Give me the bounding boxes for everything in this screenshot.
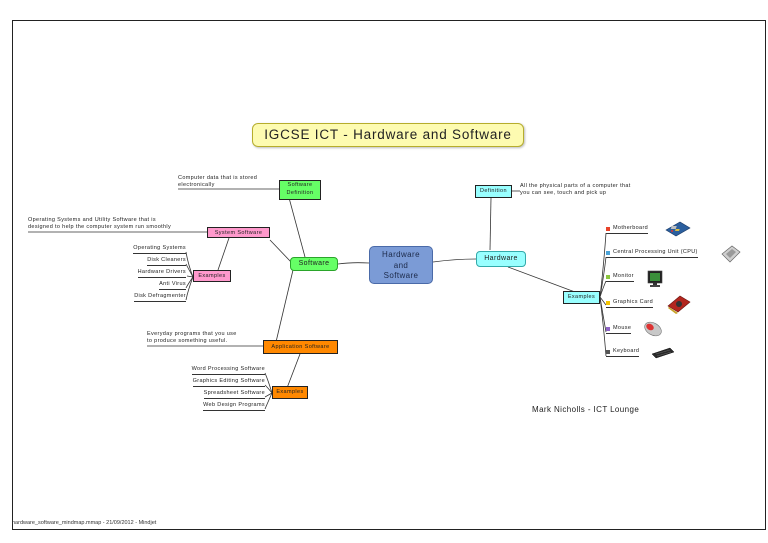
file-footer: hardware_software_mindmap.mmap - 21/09/2… bbox=[12, 520, 157, 526]
system-software-note: Operating Systems and Utility Software t… bbox=[28, 217, 171, 231]
hardware-example-label: Motherboard bbox=[613, 225, 649, 231]
hardware-example-mouse[interactable]: Mouse bbox=[606, 325, 632, 334]
hardware-definition-note: All the physical parts of a computer tha… bbox=[520, 183, 631, 197]
mouse-icon bbox=[644, 321, 662, 337]
hardware-definition-note-line2: you can see, touch and pick up bbox=[520, 190, 607, 196]
software-definition-note: Computer data that is stored electronica… bbox=[178, 175, 257, 189]
hardware-example-graphics-card[interactable]: Graphics Card bbox=[606, 299, 654, 308]
hardware-definition-topic[interactable]: Definition bbox=[475, 185, 512, 198]
hardware-example-label: Keyboard bbox=[613, 348, 640, 354]
system-example-item[interactable]: Hardware Drivers bbox=[137, 269, 186, 278]
graphics-card-icon bbox=[667, 295, 691, 314]
system-example-item[interactable]: Disk Cleaners bbox=[147, 257, 186, 266]
monitor-icon bbox=[647, 270, 663, 287]
system-example-item[interactable]: Anti Virus bbox=[159, 281, 186, 290]
application-software-note-line1: Everyday programs that you use bbox=[147, 331, 237, 337]
system-examples-topic[interactable]: Examples bbox=[193, 270, 231, 282]
color-marker bbox=[606, 274, 610, 279]
system-software-note-line1: Operating Systems and Utility Software t… bbox=[28, 217, 156, 223]
system-example-item[interactable]: Operating Systems bbox=[133, 245, 186, 254]
central-topic-line2: and bbox=[393, 260, 409, 270]
hardware-topic[interactable]: Hardware bbox=[476, 251, 526, 267]
color-marker bbox=[606, 300, 610, 305]
application-software-topic[interactable]: Application Software bbox=[263, 340, 338, 354]
hardware-examples-topic[interactable]: Examples bbox=[563, 291, 600, 304]
application-example-item[interactable]: Spreadsheet Software bbox=[203, 390, 265, 399]
page-frame bbox=[12, 20, 766, 530]
application-example-item[interactable]: Graphics Editing Software bbox=[192, 378, 265, 387]
system-example-item[interactable]: Disk Defragmenter bbox=[134, 293, 186, 302]
system-software-topic[interactable]: System Software bbox=[207, 227, 270, 238]
color-marker bbox=[606, 250, 610, 255]
color-marker bbox=[606, 349, 610, 354]
hardware-example-keyboard[interactable]: Keyboard bbox=[606, 348, 640, 357]
software-definition-note-line2: electronically bbox=[178, 182, 215, 188]
hardware-example-label: Graphics Card bbox=[613, 299, 654, 305]
hardware-example-cpu[interactable]: Central Processing Unit (CPU) bbox=[606, 249, 698, 258]
application-software-note-line2: to produce something useful. bbox=[147, 338, 228, 344]
hardware-definition-note-line1: All the physical parts of a computer tha… bbox=[520, 183, 631, 189]
hardware-example-motherboard[interactable]: Motherboard bbox=[606, 225, 649, 234]
software-definition-topic[interactable]: Software Definition bbox=[279, 180, 321, 200]
software-definition-line2: Definition bbox=[286, 189, 314, 196]
hardware-example-label: Central Processing Unit (CPU) bbox=[613, 249, 698, 255]
cpu-icon bbox=[721, 245, 741, 263]
color-marker bbox=[606, 226, 610, 231]
software-definition-note-line1: Computer data that is stored bbox=[178, 175, 258, 181]
hardware-example-monitor[interactable]: Monitor bbox=[606, 273, 634, 282]
central-topic[interactable]: Hardware and Software bbox=[369, 246, 433, 284]
application-example-item[interactable]: Web Design Programs bbox=[203, 402, 265, 411]
hardware-example-label: Mouse bbox=[613, 325, 632, 331]
software-topic[interactable]: Software bbox=[290, 257, 338, 271]
system-software-note-line2: designed to help the computer system run… bbox=[28, 224, 172, 230]
motherboard-icon bbox=[665, 221, 691, 237]
application-examples-topic[interactable]: Examples bbox=[272, 386, 308, 399]
application-software-note: Everyday programs that you use to produc… bbox=[147, 331, 237, 345]
keyboard-icon bbox=[651, 347, 675, 359]
central-topic-line3: Software bbox=[383, 271, 419, 280]
hardware-example-label: Monitor bbox=[613, 273, 634, 279]
color-marker bbox=[606, 326, 610, 331]
software-definition-line1: Software bbox=[287, 182, 313, 188]
mindmap-title: IGCSE ICT - Hardware and Software bbox=[252, 123, 524, 147]
application-example-item[interactable]: Word Processing Software bbox=[191, 366, 265, 375]
author-credit: Mark Nicholls - ICT Lounge bbox=[532, 405, 640, 414]
central-topic-line1: Hardware bbox=[382, 250, 420, 259]
